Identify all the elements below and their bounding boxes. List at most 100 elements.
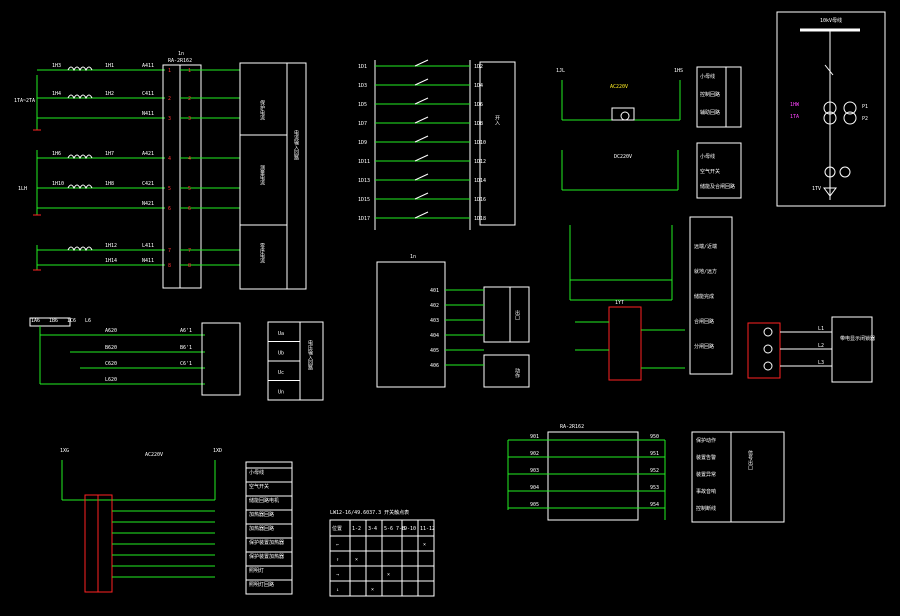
ct-node-c: N421 [142, 201, 154, 207]
ct-node-c: A411 [142, 63, 154, 69]
busbar-title: 10kV母线 [820, 17, 842, 24]
bus-label: 1TV [812, 186, 821, 192]
ct-node-c: N411 [142, 258, 154, 264]
ctrl-box-label: 辅助回路 [700, 109, 720, 116]
ct-terminal: 2 [168, 96, 171, 102]
voltage-cell: Un [278, 390, 284, 396]
switch-out-label: 1D6 [474, 102, 483, 108]
signal-label: 控制断线 [696, 505, 716, 512]
table-header: 位置 [332, 525, 342, 532]
close-label: 储能完成 [694, 293, 714, 300]
switch-out-label: 1D16 [474, 197, 486, 203]
table-pos: ← [336, 542, 339, 548]
heater-label: 照明灯 [249, 567, 264, 574]
terminal-title: 1n [178, 51, 184, 57]
ac-title: AC220V [610, 84, 628, 90]
ct-node-a: 1H4 [52, 91, 61, 97]
table-cell: × [371, 587, 374, 593]
table-header: 9-10 [404, 526, 416, 532]
ct-terminal: 5 [168, 186, 171, 192]
ct-terminal-num: 6 [188, 206, 191, 212]
heater-label: 小母线 [249, 469, 264, 476]
ct-terminal-num: 1 [188, 68, 191, 74]
dc-label: 空气开关 [700, 168, 720, 175]
table-header: 5-6 7-8 [384, 526, 405, 532]
switch-contact [414, 97, 429, 105]
switch-in-label: 1D13 [358, 178, 370, 184]
ct-terminal-num: 8 [188, 263, 191, 269]
ct-node-a: 1H6 [52, 151, 61, 157]
ct-node-c: N411 [142, 111, 154, 117]
voltage-node-b: C6'1 [180, 361, 192, 367]
gate-box-title: 1n [410, 254, 416, 260]
switch-in-label: 1D1 [358, 64, 367, 70]
ct-node-c: A421 [142, 151, 154, 157]
signal-side-label: 信号出口 [747, 449, 753, 471]
display-title: 带电显示闭锁器 [840, 335, 875, 342]
table-cell: × [387, 572, 390, 578]
heater-label: 加热器回路 [249, 525, 274, 532]
switch-out-label: 1D2 [474, 64, 483, 70]
switch-out-label: 1D4 [474, 83, 483, 89]
switch-in-label: 1D5 [358, 102, 367, 108]
signal-right: 954 [650, 502, 659, 508]
gate-row-label: 403 [430, 318, 439, 324]
col-protect-current: 保护电流 [259, 99, 265, 121]
voltage-node-a: C620 [105, 361, 117, 367]
voltage-cell: Ub [278, 351, 284, 357]
switch-in-label: 1D3 [358, 83, 367, 89]
contact-table-title: LW12-16/49.6037.3 开关触点表 [330, 509, 409, 516]
ctrl-box-label: 控制回路 [700, 91, 720, 98]
heater-title: AC220V [145, 452, 163, 458]
table-header: 11-12 [420, 526, 435, 532]
side-label-b: 1LH [18, 186, 27, 192]
bus-label: P2 [862, 116, 868, 122]
ct-node-a: 1H3 [52, 63, 61, 69]
close-label: 合闸回路 [694, 318, 714, 325]
ct-terminal: 8 [168, 263, 171, 269]
switch-in-label: 1D9 [358, 140, 367, 146]
switch-out-label: 1D10 [474, 140, 486, 146]
ct-terminal: 3 [168, 116, 171, 122]
heater-tl: 1XG [60, 448, 69, 454]
ct-terminal: 1 [168, 68, 171, 74]
signal-label: 装置告警 [696, 454, 716, 461]
signal-label: 装置异常 [696, 471, 716, 478]
voltage-top-label: 1C6 [67, 318, 76, 324]
close-label: 分闸回路 [694, 343, 714, 350]
voltage-top-label: 1B6 [49, 318, 58, 324]
voltage-node-b: A6'1 [180, 328, 192, 334]
ctrl-top-label: 1JL [556, 68, 565, 74]
signal-left: 903 [530, 468, 539, 474]
table-header: 1-2 [352, 526, 361, 532]
switch-in-label: 1D15 [358, 197, 370, 203]
ct-terminal-num: 2 [188, 96, 191, 102]
gate-out-a: 出口 [514, 309, 520, 321]
signal-label: 事故音响 [696, 488, 716, 495]
display-lamp [763, 327, 773, 337]
ct-node-b: 1H2 [105, 91, 114, 97]
signal-right: 950 [650, 434, 659, 440]
switch-in-label: 1D17 [358, 216, 370, 222]
voltage-node-a: A620 [105, 328, 117, 334]
signal-left: 901 [530, 434, 539, 440]
gate-row-label: 406 [430, 363, 439, 369]
table-pos: ↓ [336, 587, 339, 593]
bus-label: P1 [862, 104, 868, 110]
switch-contact [414, 211, 429, 219]
ct-node-b: 1H8 [105, 181, 114, 187]
close-box-title: 1YT [615, 300, 624, 306]
ct-node-a: 1H10 [52, 181, 64, 187]
switch-contact [414, 116, 429, 124]
heater-label: 储能回路电机 [249, 497, 279, 504]
ct-terminal-num: 7 [188, 248, 191, 254]
bus-label: 1HW [790, 102, 800, 108]
switch-contact [414, 192, 429, 200]
switch-contact [414, 135, 429, 143]
switch-out-label: 1D8 [474, 121, 483, 127]
ct-terminal-num: 4 [188, 156, 191, 162]
